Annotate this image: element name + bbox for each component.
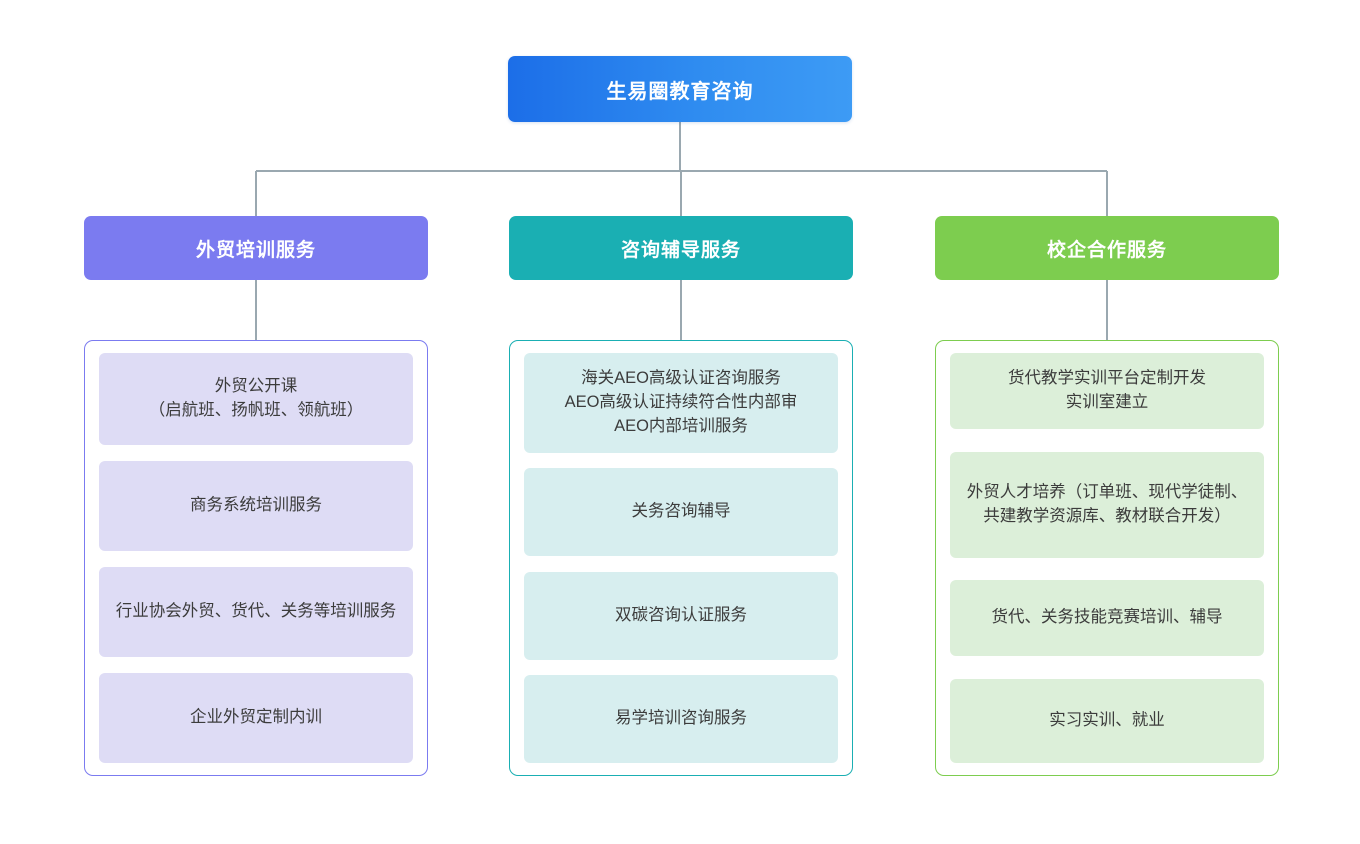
service-card[interactable]: 商务系统培训服务 bbox=[99, 461, 413, 551]
service-card-label: 货代教学实训平台定制开发 实训室建立 bbox=[1008, 369, 1206, 411]
category-column-foreign-trade-training: 外贸培训服务 外贸公开课 （启航班、扬帆班、领航班） 商务系统培训服务 行业协会… bbox=[84, 216, 428, 776]
category-column-school-enterprise-cooperation: 校企合作服务 货代教学实训平台定制开发 实训室建立 外贸人才培养（订单班、现代学… bbox=[935, 216, 1279, 776]
service-card[interactable]: 双碳咨询认证服务 bbox=[524, 571, 838, 660]
category-header-consulting-coaching[interactable]: 咨询辅导服务 bbox=[509, 216, 853, 280]
category-header-foreign-trade-training[interactable]: 外贸培训服务 bbox=[84, 216, 428, 280]
category-body-school-enterprise-cooperation: 货代教学实训平台定制开发 实训室建立 外贸人才培养（订单班、现代学徒制、共建教学… bbox=[935, 340, 1279, 776]
category-header-label: 咨询辅导服务 bbox=[620, 239, 741, 261]
service-card-label: 外贸人才培养（订单班、现代学徒制、共建教学资源库、教材联合开发） bbox=[966, 482, 1248, 525]
category-header-school-enterprise-cooperation[interactable]: 校企合作服务 bbox=[935, 216, 1279, 280]
service-card[interactable]: 外贸人才培养（订单班、现代学徒制、共建教学资源库、教材联合开发） bbox=[950, 451, 1264, 558]
service-card-label: 海关AEO高级认证咨询服务 AEO高级认证持续符合性内部审 AEO内部培训服务 bbox=[564, 369, 798, 435]
service-card-label: 商务系统培训服务 bbox=[190, 496, 322, 515]
root-node[interactable]: 生易圈教育咨询 bbox=[508, 56, 852, 122]
service-card[interactable]: 行业协会外贸、货代、关务等培训服务 bbox=[99, 567, 413, 657]
category-header-label: 校企合作服务 bbox=[1046, 239, 1167, 261]
service-card-label: 外贸公开课 （启航班、扬帆班、领航班） bbox=[148, 377, 364, 419]
service-card[interactable]: 货代、关务技能竞赛培训、辅导 bbox=[950, 580, 1264, 657]
root-node-label: 生易圈教育咨询 bbox=[606, 80, 754, 103]
service-card-label: 实习实训、就业 bbox=[1049, 711, 1165, 729]
service-card[interactable]: 企业外贸定制内训 bbox=[99, 673, 413, 763]
service-card[interactable]: 海关AEO高级认证咨询服务 AEO高级认证持续符合性内部审 AEO内部培训服务 bbox=[524, 353, 838, 453]
service-card-label: 关务咨询辅导 bbox=[631, 502, 731, 521]
category-header-label: 外贸培训服务 bbox=[195, 239, 316, 261]
category-column-consulting-coaching: 咨询辅导服务 海关AEO高级认证咨询服务 AEO高级认证持续符合性内部审 AEO… bbox=[509, 216, 853, 776]
category-body-foreign-trade-training: 外贸公开课 （启航班、扬帆班、领航班） 商务系统培训服务 行业协会外贸、货代、关… bbox=[84, 340, 428, 776]
service-card-label: 易学培训咨询服务 bbox=[615, 709, 747, 728]
service-card-label: 行业协会外贸、货代、关务等培训服务 bbox=[115, 602, 397, 621]
service-card[interactable]: 易学培训咨询服务 bbox=[524, 674, 838, 763]
service-card[interactable]: 货代教学实训平台定制开发 实训室建立 bbox=[950, 353, 1264, 429]
service-card[interactable]: 关务咨询辅导 bbox=[524, 468, 838, 557]
service-card[interactable]: 实习实训、就业 bbox=[950, 678, 1264, 763]
service-card-label: 企业外贸定制内训 bbox=[190, 708, 322, 727]
service-card-label: 双碳咨询认证服务 bbox=[615, 605, 747, 624]
category-body-consulting-coaching: 海关AEO高级认证咨询服务 AEO高级认证持续符合性内部审 AEO内部培训服务 … bbox=[509, 340, 853, 776]
service-card[interactable]: 外贸公开课 （启航班、扬帆班、领航班） bbox=[99, 353, 413, 445]
service-card-label: 货代、关务技能竞赛培训、辅导 bbox=[991, 608, 1223, 627]
